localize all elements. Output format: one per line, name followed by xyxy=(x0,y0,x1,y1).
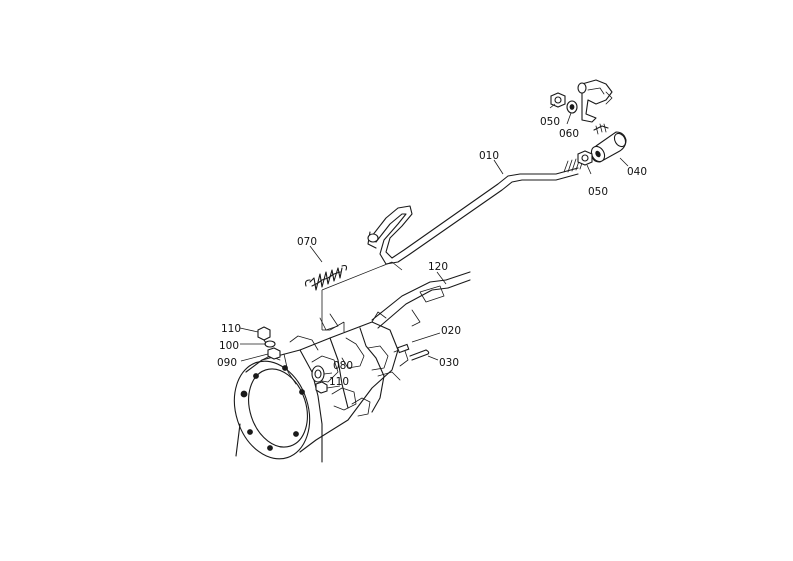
shift-rod-010 xyxy=(367,156,585,265)
bolt-110-lower xyxy=(315,381,328,394)
washer-060 xyxy=(566,100,578,114)
joint-040 xyxy=(590,131,627,163)
part-080 xyxy=(311,365,325,383)
pin-020 xyxy=(396,343,410,354)
label-110-lower: 110 xyxy=(329,376,349,388)
label-070: 070 xyxy=(297,236,317,248)
label-120: 120 xyxy=(428,261,448,273)
label-090: 090 xyxy=(217,357,237,369)
leader-lines xyxy=(239,103,629,389)
label-060: 060 xyxy=(559,128,579,140)
nut-050-lower xyxy=(577,150,593,166)
transmission-housing xyxy=(233,271,471,463)
label-110-upper: 110 xyxy=(221,323,241,335)
label-080: 080 xyxy=(333,360,353,372)
label-030: 030 xyxy=(439,357,459,369)
label-100: 100 xyxy=(219,340,239,352)
spring-070 xyxy=(304,264,348,291)
upper-linkage xyxy=(550,79,627,166)
washer-100 xyxy=(264,340,276,348)
nut-090 xyxy=(267,347,281,360)
label-040: 040 xyxy=(627,166,647,178)
label-050-lower: 050 xyxy=(588,186,608,198)
part-labels: 010 020 030 040 050 050 060 070 080 090 … xyxy=(217,116,647,388)
label-050-upper: 050 xyxy=(540,116,560,128)
label-020: 020 xyxy=(441,325,461,337)
cotter-pin-030 xyxy=(409,349,430,361)
label-010: 010 xyxy=(479,150,499,162)
nut-050-upper xyxy=(550,92,566,108)
